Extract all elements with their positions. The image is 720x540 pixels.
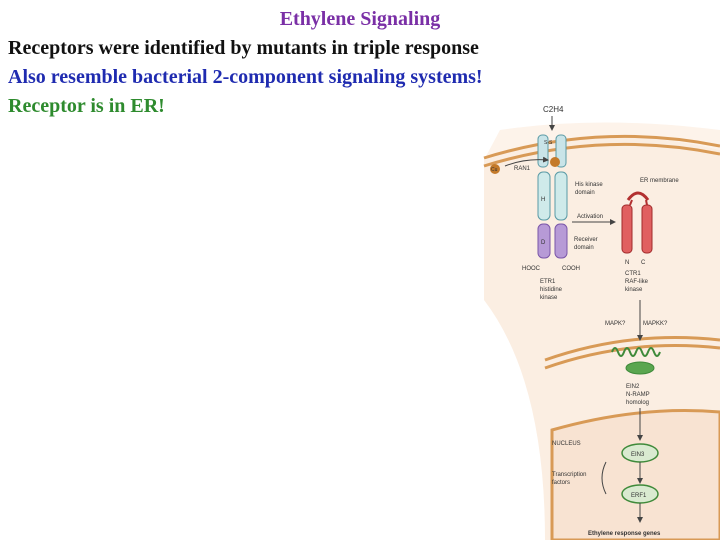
ein2-label-1: EIN2: [626, 384, 640, 390]
ethylene-response-genes-label: Ethylene response genes: [588, 531, 661, 537]
copper-ion-left: [490, 164, 500, 174]
cooh-label: COOH: [562, 266, 580, 272]
etr1-receptor: S-S Cu RAN1 H D: [490, 134, 568, 259]
ein2-transporter: [611, 347, 661, 375]
text-line-receptors: Receptors were identified by mutants in …: [8, 37, 479, 59]
ein3-label: EIN3: [631, 452, 645, 458]
erf1-label: ERF1: [631, 493, 647, 499]
his-kinase-label-1: His kinase: [575, 182, 603, 188]
c-label: C: [641, 260, 646, 266]
text-line-two-component: Also resemble bacterial 2-component sign…: [8, 66, 483, 88]
d-label: D: [541, 240, 546, 246]
ctr1-label-1: CTR1: [625, 271, 641, 277]
ein2-label-2: N-RAMP: [626, 392, 650, 398]
mapkk-label: MAPKK?: [643, 321, 668, 327]
etr1-label-3: kinase: [540, 295, 558, 301]
ligand-label: C2H4: [543, 105, 564, 114]
er-membrane-label: ER membrane: [640, 178, 679, 184]
ran1-label: RAN1: [514, 166, 531, 172]
transcription-factors-label-2: factors: [552, 480, 570, 486]
h-label: H: [541, 197, 545, 203]
transcription-factors-label-1: Transcription: [552, 472, 586, 478]
etr1-label-1: ETR1: [540, 279, 556, 285]
mapk-label: MAPK?: [605, 321, 626, 327]
his-kinase-label-2: domain: [575, 190, 595, 196]
ethylene-pathway-diagram: C2H4 S-S Cu RAN1 H D ER membrane His kin…: [483, 105, 720, 540]
er-membrane-outer: [483, 134, 720, 160]
lumen-background: [484, 122, 720, 160]
membrane-ein2-outer: [544, 336, 720, 362]
ein2-label-3: homolog: [626, 400, 649, 406]
receiver-label-1: Receiver: [574, 237, 598, 243]
copper-ion-right: [550, 157, 560, 167]
text-line-er-receptor: Receptor is in ER!: [8, 95, 165, 117]
er-membrane-inner: [483, 142, 720, 168]
copper-label: Cu: [491, 167, 498, 173]
n-label: N: [625, 260, 629, 266]
hooc-label: HOOC: [522, 266, 541, 272]
receiver-label-2: domain: [574, 245, 594, 251]
nucleus-label: NUCLEUS: [552, 441, 581, 447]
ctr1-label-2: RAF-like: [625, 279, 649, 285]
ctr1-kinase: [621, 191, 653, 254]
activation-label: Activation: [577, 214, 603, 220]
membrane-ein2-inner: [544, 344, 720, 370]
ctr1-label-3: kinase: [625, 287, 643, 293]
slide-title: Ethylene Signaling: [279, 8, 441, 30]
disulfide-label: S-S: [544, 140, 553, 146]
etr1-label-2: histidine: [540, 287, 563, 293]
